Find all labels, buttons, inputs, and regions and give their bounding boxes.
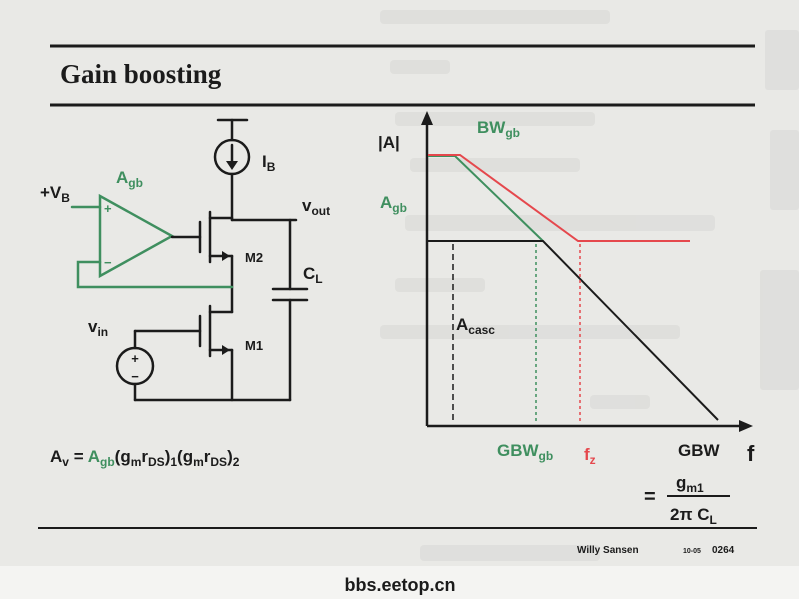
gbw-gb-label: GBWgb xyxy=(497,441,553,463)
gbw-label: GBW xyxy=(678,441,721,460)
formula-part: ) xyxy=(165,447,171,466)
slide-code: 0264 xyxy=(712,545,735,556)
gain-formula: Av = Agb(gmrDS)1(gmrDS)2 xyxy=(50,447,240,469)
gbw-equals: = xyxy=(644,486,656,508)
cl-label: CL xyxy=(303,264,323,286)
boosted-cascode-curve xyxy=(428,154,690,242)
a-gb-sub: gb xyxy=(392,201,407,215)
x-axis-label: f xyxy=(747,441,755,466)
formula-part: A xyxy=(88,447,100,466)
current-source-ib xyxy=(213,118,251,222)
input-voltage-source xyxy=(115,329,202,402)
ib-label-sub: B xyxy=(267,160,276,174)
formula-part: r xyxy=(141,447,148,466)
a-casc-main: A xyxy=(456,315,468,334)
bleed-through-texture xyxy=(380,10,799,561)
vout-label-main: v xyxy=(302,196,312,215)
y-axis-label: |A| xyxy=(378,133,400,152)
slide-code-small: 10-05 xyxy=(683,548,701,555)
current-arrow-head xyxy=(226,161,238,170)
slide-title: Gain boosting xyxy=(60,59,222,89)
gbw-num-main: g xyxy=(676,473,686,492)
cl-label-main: C xyxy=(303,264,315,283)
opamp-triangle xyxy=(98,193,175,279)
bode-plot xyxy=(421,111,753,432)
opamp-plus-sign: + xyxy=(104,201,112,216)
a-gb-main: A xyxy=(380,193,392,212)
circuit-schematic xyxy=(70,118,309,402)
formula-part-sub: DS xyxy=(210,455,227,469)
bw-gb-sub: gb xyxy=(505,126,520,140)
x-axis-arrow xyxy=(739,420,753,432)
formula-part: (g xyxy=(115,447,131,466)
vin-label-sub: in xyxy=(97,325,108,339)
gbw-den-main: 2π C xyxy=(670,505,709,524)
m1-source-arrow xyxy=(222,345,230,355)
gbw-denominator: 2π CL xyxy=(670,505,717,527)
formula-part-sub: m xyxy=(193,455,204,469)
transistor-m1 xyxy=(198,304,234,402)
load-capacitor xyxy=(271,218,309,402)
vin-minus-sign: − xyxy=(131,369,139,384)
opamp-label-main: A xyxy=(116,168,128,187)
vb-label-sub: B xyxy=(61,191,70,205)
a-gb-label: Agb xyxy=(380,193,407,215)
bw-gb-main: BW xyxy=(477,118,506,137)
m2-source-arrow xyxy=(222,251,230,261)
formula-part: ) xyxy=(227,447,233,466)
formula-part-sub: gb xyxy=(100,455,115,469)
vin-label-main: v xyxy=(88,317,98,336)
cl-label-sub: L xyxy=(315,272,322,286)
cascode-curve xyxy=(428,240,719,421)
opamp-label-sub: gb xyxy=(128,176,143,190)
y-axis-arrow xyxy=(421,111,433,125)
a-casc-label: Acasc xyxy=(456,315,495,337)
a-casc-sub: casc xyxy=(468,323,495,337)
formula-part-sub: DS xyxy=(148,455,165,469)
opamp-minus-sign: − xyxy=(104,255,112,270)
gbw-den-sub: L xyxy=(709,513,716,527)
vout-label-sub: out xyxy=(311,204,330,218)
vb-label: +VB xyxy=(40,183,70,205)
ib-label-main: I xyxy=(262,152,267,171)
fz-main: f xyxy=(584,445,590,464)
gbw-gb-main: GBW xyxy=(497,441,540,460)
vb-label-main: +V xyxy=(40,183,62,202)
transistor-m2 xyxy=(198,210,234,264)
bw-gb-label: BWgb xyxy=(477,118,520,140)
gbw-gb-sub: gb xyxy=(539,449,554,463)
bottom-margin-band xyxy=(0,566,799,599)
gbw-numerator: gm1 xyxy=(676,473,704,495)
feedback-wire xyxy=(76,260,234,289)
formula-part-sub: m xyxy=(131,455,142,469)
vin-plus-sign: + xyxy=(131,351,139,366)
formula-part: A xyxy=(50,447,62,466)
formula-part: r xyxy=(204,447,211,466)
formula-part: (g xyxy=(177,447,193,466)
m1-label: M1 xyxy=(245,338,263,353)
vout-label: vout xyxy=(302,196,330,218)
m2-label: M2 xyxy=(245,250,263,265)
fz-sub: z xyxy=(590,453,596,467)
formula-part: = xyxy=(69,447,88,466)
gbw-num-sub: m1 xyxy=(686,481,704,495)
gain-boost-opamp xyxy=(70,193,234,289)
site-watermark: bbs.eetop.cn xyxy=(344,575,455,595)
fz-label: fz xyxy=(584,445,596,467)
formula-part-sub: 1 xyxy=(170,455,177,469)
formula-part-sub: v xyxy=(62,455,69,469)
opamp-label: Agb xyxy=(116,168,143,190)
vin-label: vin xyxy=(88,317,108,339)
author-label: Willy Sansen xyxy=(577,545,639,556)
ib-label: IB xyxy=(262,152,276,174)
formula-part-sub: 2 xyxy=(233,455,240,469)
